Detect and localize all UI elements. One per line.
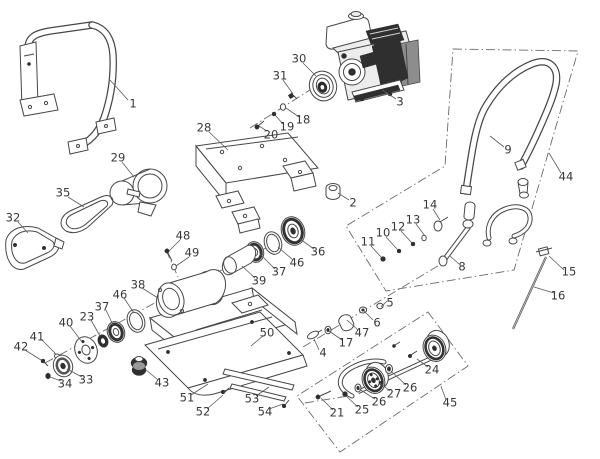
part-label-24: 24	[424, 362, 440, 377]
rubber-mount-drawing	[131, 357, 147, 376]
part-label-19: 19	[279, 119, 295, 134]
part-label-51: 51	[179, 390, 195, 405]
part-label-3: 3	[396, 94, 404, 109]
part-label-5: 5	[386, 295, 394, 310]
part-label-40: 40	[58, 315, 74, 330]
part-label-10: 10	[375, 225, 391, 240]
part-label-36: 36	[310, 244, 326, 259]
part-label-17: 17	[338, 335, 354, 350]
wheel-kit-drawing	[316, 327, 455, 399]
part-label-32: 32	[5, 210, 21, 225]
part-label-50: 50	[259, 325, 275, 340]
part-label-9: 9	[504, 142, 512, 157]
part-label-38: 38	[130, 277, 146, 292]
lower-handle-drawing	[439, 179, 530, 267]
part-label-23: 23	[79, 309, 95, 324]
roll-cage-drawing	[20, 25, 116, 154]
part-label-15: 15	[561, 264, 577, 279]
part-label-49: 49	[184, 245, 200, 260]
part-label-4: 4	[319, 345, 327, 360]
part-label-34: 34	[57, 376, 73, 391]
part-label-52: 52	[195, 404, 211, 419]
part-label-14: 14	[422, 197, 438, 212]
throttle-rod-drawing	[513, 247, 552, 329]
part-label-28: 28	[196, 120, 212, 135]
part-label-46: 46	[112, 287, 128, 302]
part-label-18: 18	[295, 112, 311, 127]
part-label-45: 45	[442, 395, 458, 410]
part-label-26: 26	[371, 394, 387, 409]
part-label-37: 37	[271, 264, 287, 279]
handle-fasteners-drawing	[381, 217, 448, 261]
part-label-48: 48	[175, 228, 191, 243]
left-bearing-stack-drawing	[41, 307, 148, 379]
part-label-31: 31	[272, 68, 288, 83]
handle-kit-boundary	[346, 49, 578, 291]
part-label-21: 21	[329, 405, 345, 420]
part-label-41: 41	[29, 329, 45, 344]
part-label-29: 29	[110, 150, 126, 165]
belt-cover-drawing	[6, 227, 64, 270]
part-label-35: 35	[55, 185, 71, 200]
part-label-27: 27	[386, 386, 402, 401]
part-label-39: 39	[251, 273, 267, 288]
part-label-1: 1	[129, 96, 137, 111]
part-label-11: 11	[360, 234, 376, 249]
guard-bracket-drawing	[110, 169, 167, 216]
part-label-12: 12	[390, 219, 406, 234]
part-label-54: 54	[257, 404, 273, 419]
part-label-6: 6	[373, 315, 381, 330]
part-label-16: 16	[550, 288, 566, 303]
part-label-20: 20	[263, 127, 279, 142]
part-label-13: 13	[405, 212, 421, 227]
leader-lines	[18, 63, 564, 410]
upper-handle-drawing	[460, 62, 556, 195]
part-label-43: 43	[154, 375, 170, 390]
wheel-kit-boundary	[297, 312, 468, 452]
base-plate-drawing	[145, 312, 307, 408]
engine-drawing	[326, 12, 420, 103]
engine-pulley-drawing	[255, 68, 341, 130]
part-label-46: 46	[289, 255, 305, 270]
axle-fasteners-drawing	[306, 303, 383, 340]
v-belt-drawing	[61, 196, 113, 233]
part-label-2: 2	[349, 195, 357, 210]
spacer-drawing	[326, 184, 340, 200]
part-label-44: 44	[558, 169, 574, 184]
part-label-53: 53	[244, 391, 260, 406]
part-label-42: 42	[13, 339, 29, 354]
part-label-30: 30	[291, 51, 307, 66]
part-label-26: 26	[402, 380, 418, 395]
part-label-8: 8	[458, 259, 466, 274]
part-label-47: 47	[354, 325, 370, 340]
part-label-25: 25	[354, 402, 370, 417]
engine-plate-drawing	[196, 133, 318, 233]
part-label-33: 33	[78, 372, 94, 387]
part-label-37: 37	[94, 299, 110, 314]
